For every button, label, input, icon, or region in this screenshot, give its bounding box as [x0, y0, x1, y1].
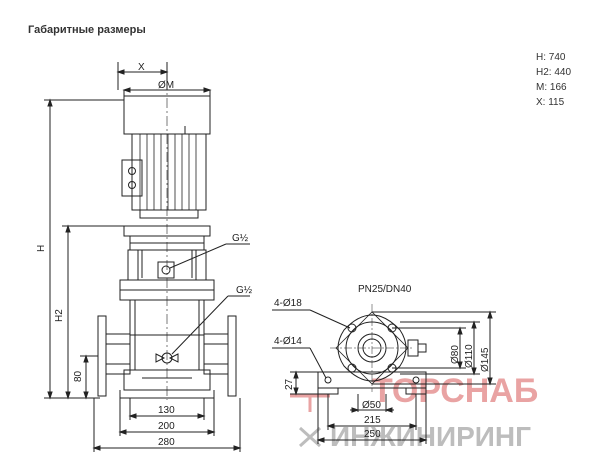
motor-body	[121, 89, 211, 219]
g-half-leader-2: G½	[171, 285, 253, 355]
g-half-leader-1: G½	[169, 233, 250, 269]
dim-80: 80	[73, 354, 98, 400]
page-title: Габаритные размеры	[28, 24, 146, 36]
hole14-leader: 4-Ø14	[272, 336, 327, 379]
spec-h2: H2: 440	[536, 67, 572, 78]
label-pn: PN25/DN40	[358, 284, 412, 295]
dim-x: X	[116, 62, 169, 90]
label-hole18: 4-Ø18	[274, 298, 302, 309]
label-d50: Ø50	[362, 400, 381, 411]
watermark-logo-icon	[290, 394, 330, 448]
label-g-half-2: G½	[236, 285, 253, 296]
dim-50-dia: Ø50	[350, 394, 394, 413]
label-om: ØM	[158, 80, 174, 91]
dim-27: 27	[284, 370, 318, 396]
label-h2: H2	[54, 309, 65, 322]
dim-280: 280	[92, 398, 242, 452]
label-hole14: 4-Ø14	[274, 336, 302, 347]
label-27: 27	[284, 378, 295, 390]
hole18-leader: 4-Ø18	[272, 298, 351, 329]
label-80: 80	[73, 370, 84, 382]
label-g-half-1: G½	[232, 233, 249, 244]
label-200: 200	[158, 421, 175, 432]
spec-h: H: 740	[536, 52, 566, 63]
flange-top-view: PN25/DN40	[317, 284, 427, 395]
label-d145: Ø145	[480, 347, 491, 372]
label-x: X	[138, 62, 145, 73]
label-h: H	[36, 245, 47, 252]
dim-om: ØM	[122, 80, 212, 93]
dim-250: 250	[316, 394, 428, 444]
dim-h2: H2	[54, 224, 124, 400]
spec-list: H: 740 H2: 440 M: 166 X: 115	[536, 50, 571, 110]
label-d110: Ø110	[464, 344, 475, 368]
dim-80-dia: Ø80	[392, 326, 466, 370]
spec-m: M: 166	[536, 82, 567, 93]
label-130: 130	[158, 405, 175, 416]
dim-145-dia: Ø145	[372, 310, 496, 386]
label-d80: Ø80	[450, 345, 461, 364]
dim-200: 200	[118, 398, 216, 436]
spec-x: X: 115	[536, 97, 565, 108]
watermark-line1: ТОРСНАБ	[372, 372, 538, 410]
label-250: 250	[364, 429, 381, 440]
label-280: 280	[158, 437, 175, 448]
label-215: 215	[364, 415, 381, 426]
dim-110-dia: Ø110	[400, 320, 480, 376]
dim-h: H	[36, 98, 124, 400]
dim-215: 215	[326, 394, 418, 430]
dim-130: 130	[128, 398, 206, 420]
